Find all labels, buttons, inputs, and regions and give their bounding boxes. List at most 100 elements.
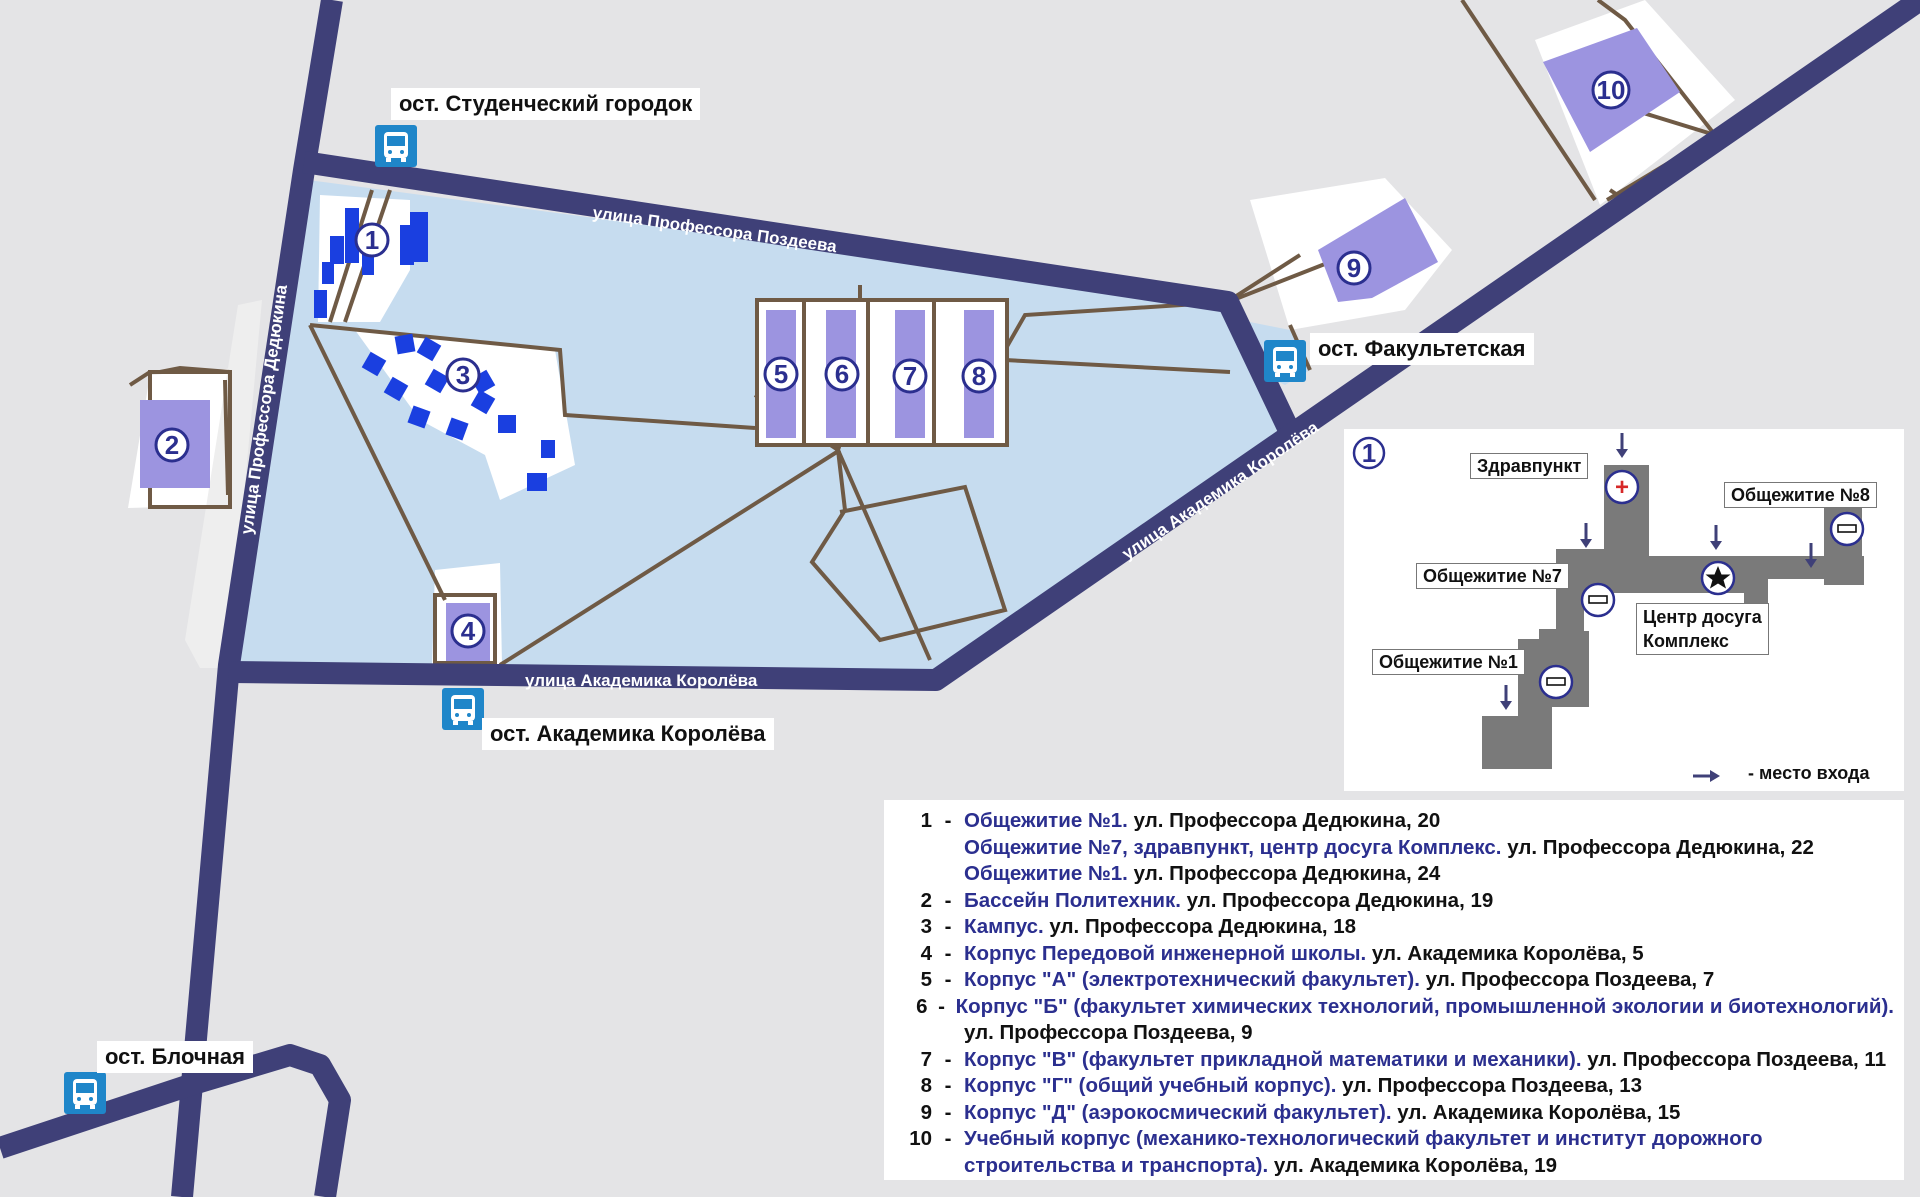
legend-address: ул. Профессора Поздеева, 7: [1419, 968, 1715, 991]
legend-number: 7: [920, 1047, 932, 1071]
legend-building-name[interactable]: Общежитие №7, здравпункт, центр досуга К…: [964, 835, 1502, 859]
map-number-9: 9: [1336, 250, 1372, 286]
legend-address: ул. Профессора Дедюкина, 22: [1501, 835, 1814, 859]
legend-row: 3-Кампус. ул. Профессора Дедюкина, 18: [896, 914, 1894, 941]
legend-building-name[interactable]: Корпус "Б" (факультет химических техноло…: [955, 994, 1894, 1018]
inset-label-dorm8: Общежитие №8: [1724, 482, 1877, 508]
legend-body: Корпус "В" (факультет прикладной математ…: [964, 1047, 1894, 1074]
legend-dash: -: [944, 941, 952, 965]
legend-building-name[interactable]: Корпус "Д" (аэрокосмический факультет).: [964, 1100, 1392, 1124]
legend-address: ул. Профессора Дедюкина, 20: [1127, 809, 1441, 832]
legend-address: ул. Профессора Дедюкина, 24: [1127, 862, 1441, 885]
legend-number: 4: [920, 941, 932, 965]
road-koroleva: [228, 0, 1920, 691]
legend-body: строительства и транспорта). ул. Академи…: [964, 1153, 1894, 1180]
bus-icon[interactable]: [375, 125, 417, 167]
legend-dash: [932, 1153, 964, 1180]
legend-building-name[interactable]: Кампус.: [964, 915, 1044, 938]
legend-body: Корпус "Д" (аэрокосмический факультет). …: [964, 1100, 1894, 1127]
legend-row: строительства и транспорта). ул. Академи…: [896, 1153, 1894, 1180]
bus-icon[interactable]: [1264, 340, 1306, 382]
legend-row: 2-Бассейн Политехник. ул. Профессора Дед…: [896, 888, 1894, 915]
legend-building-name[interactable]: Корпус "А" (электротехнический факультет…: [964, 968, 1420, 991]
legend-dash: [932, 1020, 964, 1047]
map-number-1: 1: [354, 222, 390, 258]
legend-dash: -: [944, 968, 952, 991]
legend-dash: -: [944, 1074, 952, 1097]
building-numbers: 1 2 3 4 5 6 7 8 9 10: [154, 70, 1631, 649]
legend-body: Корпус "Б" (факультет химических техноло…: [956, 994, 1894, 1021]
bus-stop-label[interactable]: ост. Студенческий городок: [391, 88, 701, 120]
bus-stop-label[interactable]: ост. Факультетская: [1310, 333, 1534, 365]
svg-text:7: 7: [903, 361, 917, 391]
legend-body: Корпус Передовой инженерной школы. ул. А…: [964, 941, 1894, 968]
legend-number: 1: [920, 809, 932, 832]
road-blochnaya: [0, 1044, 351, 1197]
bus-stop-label[interactable]: ост. Академика Королёва: [482, 718, 774, 750]
svg-text:8: 8: [972, 361, 986, 391]
inset-label-dorm7: Общежитие №7: [1416, 563, 1569, 589]
svg-text:2: 2: [165, 430, 179, 460]
legend-row: 6-Корпус "Б" (факультет химических техно…: [896, 994, 1894, 1021]
map-number-2: 2: [154, 427, 190, 463]
legend-row: Общежитие №7, здравпункт, центр досуга К…: [896, 835, 1894, 862]
bed-icon: [1829, 511, 1865, 547]
legend-row: 4-Корпус Передовой инженерной школы. ул.…: [896, 941, 1894, 968]
inset-building: [1482, 465, 1864, 769]
legend-dash: -: [944, 1100, 952, 1124]
legend-dash: -: [944, 888, 952, 912]
legend-address: ул. Профессора Поздеева, 13: [1336, 1074, 1643, 1097]
legend-row: Общежитие №1. ул. Профессора Дедюкина, 2…: [896, 861, 1894, 888]
first-aid-icon: +: [1615, 474, 1629, 501]
legend-body: Общежитие №7, здравпункт, центр досуга К…: [964, 835, 1894, 862]
bus-icon[interactable]: [442, 688, 484, 730]
inset-entrance-legend: - место входа: [1748, 763, 1870, 783]
inset-number-badge: [1352, 436, 1386, 470]
legend-building-name[interactable]: Бассейн Политехник.: [964, 888, 1181, 912]
legend-number: 5: [920, 968, 932, 991]
svg-text:5: 5: [774, 359, 788, 389]
legend-building-name[interactable]: Корпус Передовой инженерной школы.: [964, 941, 1367, 965]
legend-building-name[interactable]: Учебный корпус (механико-технологический…: [964, 1127, 1763, 1150]
legend-address: ул. Академика Королёва, 19: [1268, 1153, 1558, 1177]
svg-text:6: 6: [835, 359, 849, 389]
legend-building-name[interactable]: Корпус "Г" (общий учебный корпус).: [964, 1074, 1337, 1097]
legend-number: 8: [920, 1074, 932, 1097]
inset-label-dorm1: Общежитие №1: [1372, 649, 1525, 675]
legend-address: ул. Профессора Дедюкина, 18: [1043, 915, 1357, 938]
road-dedyukina: [171, 0, 343, 1197]
legend-building-name[interactable]: Общежитие №1.: [964, 862, 1128, 885]
legend-row: 1-Общежитие №1. ул. Профессора Дедюкина,…: [896, 808, 1894, 835]
legend-body: Общежитие №1. ул. Профессора Дедюкина, 2…: [964, 808, 1894, 835]
legend-body: ул. Профессора Поздеева, 9: [964, 1020, 1894, 1047]
legend-row: ул. Профессора Поздеева, 9: [896, 1020, 1894, 1047]
legend-number: 2: [920, 888, 932, 912]
legend-number: [896, 1153, 932, 1180]
legend-number: [896, 1020, 932, 1047]
legend-dash: [932, 835, 964, 862]
legend-building-name[interactable]: Корпус "В" (факультет прикладной математ…: [964, 1047, 1582, 1071]
map-number-8: 8: [961, 358, 997, 394]
legend-body: Бассейн Политехник. ул. Профессора Дедюк…: [964, 888, 1894, 915]
legend-building-name[interactable]: строительства и транспорта).: [964, 1153, 1269, 1177]
bus-stop-label[interactable]: ост. Блочная: [97, 1041, 253, 1073]
map-number-5: 5: [763, 356, 799, 392]
star-icon: [1705, 566, 1731, 589]
map-number-4: 4: [450, 613, 486, 649]
legend-address: ул. Профессора Поздеева, 9: [964, 1021, 1253, 1044]
legend-building-name[interactable]: Общежитие №1.: [964, 809, 1128, 832]
bus-icon[interactable]: [64, 1072, 106, 1114]
legend-number: [896, 835, 932, 862]
legend-dash: -: [944, 809, 952, 832]
legend-body: Корпус "А" (электротехнический факультет…: [964, 967, 1894, 994]
legend-address: ул. Профессора Поздеева, 11: [1581, 1047, 1887, 1071]
bed-icon: [1580, 582, 1616, 618]
legend-row: 5-Корпус "А" (электротехнический факульт…: [896, 967, 1894, 994]
legend-row: 9-Корпус "Д" (аэрокосмический факультет)…: [896, 1100, 1894, 1127]
legend-number: 3: [920, 915, 932, 938]
legend-dash: -: [944, 915, 952, 938]
inset-label-leisure: Центр досуга Комплекс: [1636, 603, 1769, 655]
